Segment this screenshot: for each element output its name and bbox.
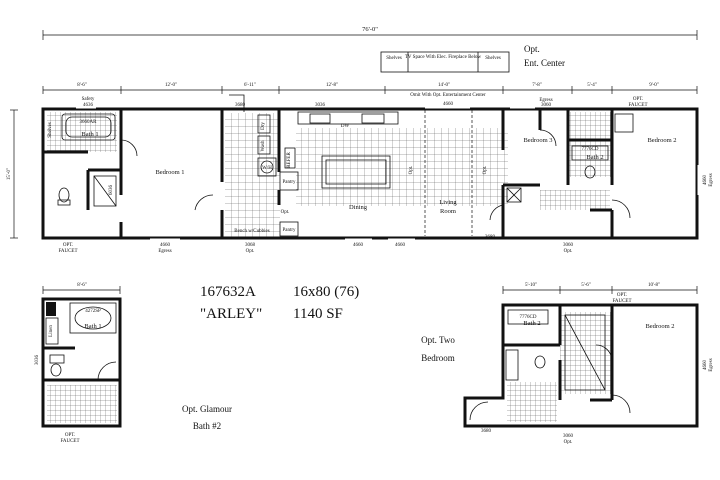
label-egress-side: Egress [709, 173, 714, 186]
label-pantry-lower: Pantry [282, 228, 296, 233]
room-bedroom1: Bedroom 1 [155, 169, 184, 176]
dim-4: 12'-8" [326, 83, 338, 88]
label-3068: 3068 [245, 243, 256, 248]
label-sink-size: 3036 [315, 103, 326, 108]
label-4660-top: 4660 [443, 102, 454, 107]
label-3680-top: 3680 [235, 103, 246, 108]
label-dw: DW [341, 124, 350, 129]
room-bedroom2: Bedroom 2 [647, 137, 676, 144]
label-faucet-top-1: OPT. [633, 97, 643, 102]
two-bed-faucet-2: FAUCET [612, 299, 631, 304]
two-bed-title-1: Opt. Two [421, 335, 455, 345]
label-bench: Bench w/Cubbies [234, 229, 269, 234]
label-egress-bed1: Egress [158, 249, 171, 254]
dim-6: 7'-8" [532, 83, 542, 88]
dim-2: 12'-0" [165, 83, 177, 88]
overall-length-dimension: 76'-0" [42, 26, 698, 40]
label-ent-omit: Omit With Opt. Entertainment Center [410, 93, 486, 98]
glamour-faucet-2: FAUCET [60, 439, 79, 444]
two-bed-dim-2: 5'-6" [581, 283, 591, 288]
model-name: "ARLEY" [200, 306, 262, 322]
two-bed-3060: 3060 [563, 434, 574, 439]
model-size: 16x80 (76) [293, 284, 359, 300]
label-refer: REFER [287, 152, 292, 168]
glamour-bath-option: 8'-6" 4272SP Bath 1 Linen 3036 OPT. FAUC… [35, 283, 232, 444]
dim-1: 8'-6" [77, 83, 87, 88]
two-bed-bath: Bath 2 [523, 320, 540, 327]
two-bed-tub: 7776CD [520, 315, 537, 320]
label-4660-side: 4660 [703, 175, 708, 186]
ent-shelves-right: Shelves [485, 56, 501, 61]
overall-length-label: 76'-0" [362, 26, 378, 33]
label-opt-living-right: Opt. [483, 166, 488, 175]
two-bed-faucet-1: OPT. [617, 293, 627, 298]
depth-label: 15'-0" [7, 168, 12, 180]
dim-7: 5'-4" [587, 83, 597, 88]
glamour-width: 8'-6" [77, 283, 87, 288]
label-faucet-top-2: FAUCET [628, 103, 647, 108]
label-shower-size: 6036 [109, 185, 114, 196]
label-4660-bed1: 4660 [160, 243, 171, 248]
room-living-1: Living [439, 199, 457, 206]
room-dining: Dining [349, 204, 368, 211]
label-egress-size-top: 3060 [541, 103, 552, 108]
glamour-title-1: Opt. Glamour [182, 404, 232, 414]
label-wash: Wash [261, 140, 266, 151]
ent-center-option: Shelves TV Space With Elec. Fireplace Be… [380, 44, 565, 73]
label-opt-3068: Opt. [246, 249, 255, 254]
label-3060: 3060 [563, 243, 574, 248]
ent-center-title-2: Ent. Center [524, 58, 565, 68]
glamour-bath: Bath 1 [84, 323, 101, 330]
room-bath1: Bath 1 [81, 131, 98, 138]
glamour-sink-size: 3036 [35, 355, 40, 366]
label-pantry-upper: Pantry [282, 180, 296, 185]
label-3680-front: 3680 [485, 235, 496, 240]
two-bed-dim-3: 10'-8" [648, 283, 660, 288]
main-floor-plan: Bath 1 Bedroom 1 Dining Living Room Bedr… [41, 93, 714, 254]
label-egress-top: Egress [539, 98, 552, 103]
ent-tv-space: TV Space With Elec. Fireplace Below [405, 55, 482, 60]
room-living-2: Room [440, 208, 456, 215]
glamour-title-2: Bath #2 [193, 421, 221, 431]
two-bed-opt: Opt. [564, 440, 573, 445]
two-bed-bedroom: Bedroom 2 [645, 323, 674, 330]
model-info: 167632A 16x80 (76) "ARLEY" 1140 SF [200, 284, 359, 322]
two-bedroom-option: Opt. Two Bedroom 5'-10" 5'-6" 10'-8" OPT… [421, 283, 714, 445]
label-safety-size: 4636 [83, 103, 94, 108]
dim-8: 9'-0" [649, 83, 659, 88]
label-faucet-bottom-1: OPT. [63, 243, 73, 248]
label-opt-living-left: Opt. [409, 166, 414, 175]
room-bedroom3: Bedroom 3 [523, 137, 552, 144]
label-dry: Dry [261, 122, 266, 130]
ent-center-title-1: Opt. [524, 44, 540, 54]
label-opt-small: Opt. [281, 210, 290, 215]
dim-5: 14'-0" [438, 83, 450, 88]
model-sqft: 1140 SF [293, 306, 343, 322]
label-opt-3060: Opt. [564, 249, 573, 254]
glamour-tub: 4272SP [85, 309, 101, 314]
label-wh: W/H [262, 166, 272, 171]
dim-3: 6'-11" [244, 83, 256, 88]
two-bed-3680: 3680 [481, 429, 492, 434]
segment-dimensions: 8'-6" 12'-0" 6'-11" 12'-8" 14'-0" 7'-8" … [42, 83, 698, 94]
label-tub2: 7776CD [582, 147, 599, 152]
ent-shelves-left: Shelves [386, 56, 402, 61]
label-4660-dining: 4660 [353, 243, 364, 248]
model-number: 167632A [200, 284, 256, 300]
two-bed-4660: 4660 [703, 360, 708, 371]
label-shelves-side: Shelves [48, 122, 53, 138]
label-tub1: 3660AR [80, 120, 98, 125]
label-faucet-bottom-2: FAUCET [58, 249, 77, 254]
two-bed-title-2: Bedroom [421, 353, 455, 363]
label-4660-living: 4660 [395, 243, 406, 248]
depth-dimension: 15'-0" [7, 109, 18, 239]
two-bed-dim-1: 5'-10" [525, 283, 537, 288]
glamour-linen: Linen [49, 325, 54, 337]
glamour-faucet-1: OPT. [65, 433, 75, 438]
label-safety: Safety [82, 97, 95, 102]
room-bath2: Bath 2 [586, 154, 603, 161]
two-bed-egress: Egress [709, 358, 714, 371]
